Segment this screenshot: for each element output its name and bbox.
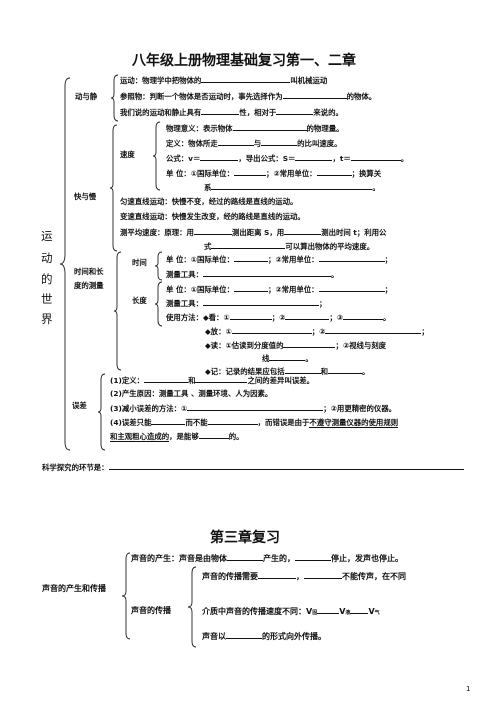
motion-line-3: 我们说的运动和静止具有性，相对于来说的。 xyxy=(120,108,343,117)
sound-spread-brace xyxy=(187,566,197,648)
inquiry-line: 科学探究的环节是： xyxy=(42,461,464,473)
speed-group-label: 快与慢 xyxy=(74,192,97,201)
length-line-7: ◆记：记录的结果应包括和。 xyxy=(205,367,370,376)
length-line-6: 线。 xyxy=(262,354,313,363)
sound-produce: 声音的产生：声音是由物体产生的，停止，发声也停止。 xyxy=(131,554,403,563)
measure-label: 时间和长 xyxy=(74,267,104,276)
error-line-4: (4)误差只能而不能，而错误是由于不遵守测量仪器的使用规则 xyxy=(110,418,399,428)
time-line-1: 单 位：①国际单位：；②常用单位：； xyxy=(166,255,392,264)
root-char-4: 世 xyxy=(41,292,53,306)
speed-brace xyxy=(152,121,161,191)
motion-brace xyxy=(110,74,119,122)
speed-line-1: 物理意义：表示物体的物理量。 xyxy=(166,124,344,133)
measure-label-2: 度的测量 xyxy=(74,281,104,290)
root-char-3: 的 xyxy=(41,272,53,286)
sound-spread-line-1: 声音的传播需要，不能传声，在不同 xyxy=(202,572,406,581)
root-char-1: 运 xyxy=(41,229,53,243)
length-line-1: 单 位：①国际单位：；②常用单位：； xyxy=(166,285,392,294)
speed-line-5: 系。 xyxy=(204,183,380,192)
time-brace xyxy=(154,251,163,281)
length-line-4: ◆放：①；②； xyxy=(205,327,429,336)
time-label: 时间 xyxy=(132,258,147,267)
speed-label: 速度 xyxy=(120,150,135,159)
sound-root-label: 声音的产生和传播 xyxy=(42,584,106,593)
page-number: 1 xyxy=(466,685,471,693)
speed-group-brace xyxy=(109,124,118,252)
motion-label: 动与静 xyxy=(75,92,98,101)
time-line-2: 测量工具：。 xyxy=(166,270,339,279)
variable-motion: 变速直线运动：快慢发生改变，经的路线是直线的运动。 xyxy=(120,212,305,221)
measure-brace xyxy=(113,251,122,371)
error-line-5: 和主观粗心造成的，是能够的。 xyxy=(110,432,244,442)
speed-line-4: 单 位：①国际单位：；②常用单位：；换算关 xyxy=(166,169,382,178)
speed-line-2: 定义：物体所走与的比叫速度。 xyxy=(166,139,342,148)
error-brace xyxy=(97,373,106,451)
sound-root-brace xyxy=(121,552,131,640)
length-line-2: 测量工具：； xyxy=(166,299,327,308)
uniform-motion: 匀速直线运动：快慢不变，经过的路线是直线的运动。 xyxy=(120,197,298,206)
chapter3-title: 第三章复习 xyxy=(210,530,280,546)
motion-line-1: 运动：物理学中把物体的叫机械运动 xyxy=(120,76,328,85)
root-brace xyxy=(59,77,71,451)
sound-spread-label: 声音的传播 xyxy=(131,606,171,615)
avg-speed-line-2: 式可以算出物体的平均速度。 xyxy=(204,242,375,251)
root-char-5: 界 xyxy=(41,312,53,326)
sound-spread-line-3: 声音以的形式向外传播。 xyxy=(202,632,326,641)
error-label: 误差 xyxy=(72,401,87,410)
length-brace xyxy=(154,281,163,327)
chapter1-title: 八年级上册物理基础复习第一、二章 xyxy=(132,53,356,69)
speed-line-3: 公式：v＝，导出公式：S＝，t＝。 xyxy=(166,154,409,163)
motion-line-2: 参照物：判断一个物体是否运动时，事先选择作为的物体。 xyxy=(120,92,377,101)
avg-speed-line-1: 测平均速度：原理：用测出距离 S，用测出时间 t；利用公 xyxy=(120,228,387,237)
length-line-5: ◆读：①估读到分度值的；②视线与刻度 xyxy=(205,341,387,350)
error-line-2: (2)产生原因：测量工具 、测量环境、人为因素。 xyxy=(110,389,273,398)
error-line-1: (1)定义：和之间的差异叫误差。 xyxy=(110,376,315,385)
length-label: 长度 xyxy=(132,296,147,305)
length-line-3: 使用方法：◆看：①；②；③。 xyxy=(166,313,391,322)
error-line-3: (3)减小误差的方法：①；②用更精密的仪器。 xyxy=(110,404,397,413)
root-char-2: 动 xyxy=(41,251,53,265)
